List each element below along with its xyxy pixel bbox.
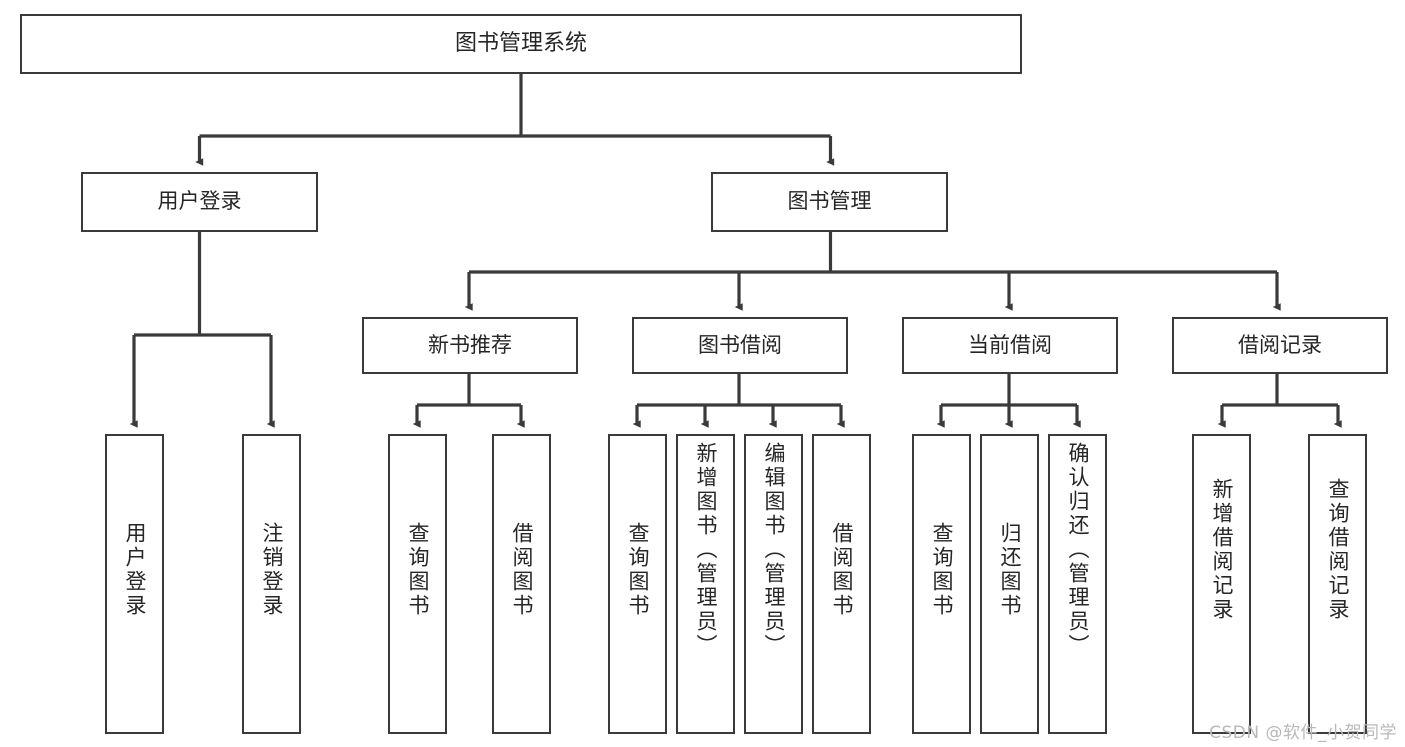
node-label: 查询借阅记录	[1326, 478, 1350, 622]
node-label: 当前借阅	[968, 332, 1052, 357]
node-label: 用户登录	[123, 522, 147, 618]
leaf-borrow-book-2[interactable]: 借阅图书	[812, 434, 871, 734]
node-label: 借阅图书	[830, 522, 854, 618]
leaf-user-login[interactable]: 用户登录	[105, 434, 164, 734]
node-current-borrow[interactable]: 当前借阅	[902, 317, 1118, 374]
node-label: 归还图书	[998, 522, 1022, 618]
leaf-return-book[interactable]: 归还图书	[980, 434, 1039, 734]
csdn-watermark: CSDN @软件_小贺同学	[1209, 723, 1397, 743]
node-label: 编辑图书（管理员）	[762, 442, 786, 658]
leaf-logout-login[interactable]: 注销登录	[242, 434, 301, 734]
node-label: 借阅图书	[510, 522, 534, 618]
node-label: 查询图书	[406, 522, 430, 618]
node-borrow-record[interactable]: 借阅记录	[1172, 317, 1388, 374]
node-new-book-recommend[interactable]: 新书推荐	[362, 317, 578, 374]
leaf-query-book-2[interactable]: 查询图书	[608, 434, 667, 734]
node-label: 新书推荐	[428, 332, 512, 357]
node-label: 借阅记录	[1238, 332, 1322, 357]
leaf-query-book-1[interactable]: 查询图书	[388, 434, 447, 734]
node-book-borrow[interactable]: 图书借阅	[632, 317, 848, 374]
leaf-query-record[interactable]: 查询借阅记录	[1308, 434, 1367, 734]
node-label: 注销登录	[260, 522, 284, 618]
node-user-login[interactable]: 用户登录	[81, 172, 318, 232]
node-label: 查询图书	[930, 522, 954, 618]
node-label: 查询图书	[626, 522, 650, 618]
node-label: 确认归还（管理员）	[1066, 442, 1090, 658]
node-label: 图书管理系统	[454, 30, 587, 56]
node-book-management[interactable]: 图书管理	[711, 172, 948, 232]
node-label: 新增借阅记录	[1210, 478, 1234, 622]
leaf-add-record[interactable]: 新增借阅记录	[1192, 434, 1251, 734]
node-label: 图书借阅	[698, 332, 782, 357]
node-label: 新增图书（管理员）	[694, 442, 718, 658]
leaf-query-book-3[interactable]: 查询图书	[912, 434, 971, 734]
leaf-edit-book[interactable]: 编辑图书（管理员）	[744, 434, 803, 734]
leaf-add-book[interactable]: 新增图书（管理员）	[676, 434, 735, 734]
leaf-borrow-book-1[interactable]: 借阅图书	[492, 434, 551, 734]
node-root-book-management-system[interactable]: 图书管理系统	[20, 14, 1022, 74]
leaf-confirm-return[interactable]: 确认归还（管理员）	[1048, 434, 1107, 734]
node-label: 用户登录	[157, 189, 242, 214]
node-label: 图书管理	[787, 189, 872, 214]
